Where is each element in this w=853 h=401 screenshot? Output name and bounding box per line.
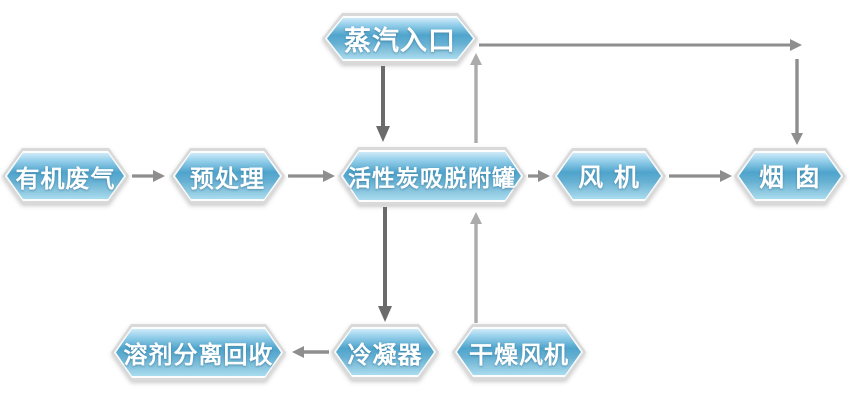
node-solvent-separation-recovery: 溶剂分离回收 [111, 324, 286, 381]
node-organic-waste-gas-label: 有机废气 [15, 164, 116, 193]
node-steam-inlet: 蒸汽入口 [322, 13, 478, 64]
node-fill [343, 152, 521, 200]
node-solvent-separation-recovery-label: 溶剂分离回收 [123, 341, 274, 369]
node-pretreatment-label: 预处理 [190, 164, 265, 193]
node-drying-fan: 干燥风机 [452, 324, 586, 380]
node-organic-waste-gas: 有机废气 [2, 148, 129, 204]
node-fill [7, 153, 124, 199]
node-fill [457, 329, 581, 375]
node-fan: 风 机 [552, 148, 666, 204]
node-chimney: 烟 囱 [734, 148, 846, 204]
node-fill [175, 153, 280, 199]
node-steam-inlet-label: 蒸汽入口 [344, 26, 456, 57]
node-fill [116, 329, 281, 376]
node-fan-label: 风 机 [578, 163, 640, 192]
node-fill [739, 153, 841, 199]
node-activated-carbon-tank: 活性炭吸脱附罐 [338, 147, 526, 205]
node-activated-carbon-tank-label: 活性炭吸脱附罐 [348, 166, 516, 192]
node-condenser: 冷凝器 [331, 324, 439, 380]
node-pretreatment: 预处理 [170, 148, 285, 204]
node-drying-fan-label: 干燥风机 [469, 340, 569, 369]
node-fill [336, 329, 434, 375]
node-fill [557, 153, 661, 199]
node-fill [327, 18, 473, 59]
node-chimney-label: 烟 囱 [759, 163, 821, 192]
node-condenser-label: 冷凝器 [347, 340, 423, 369]
